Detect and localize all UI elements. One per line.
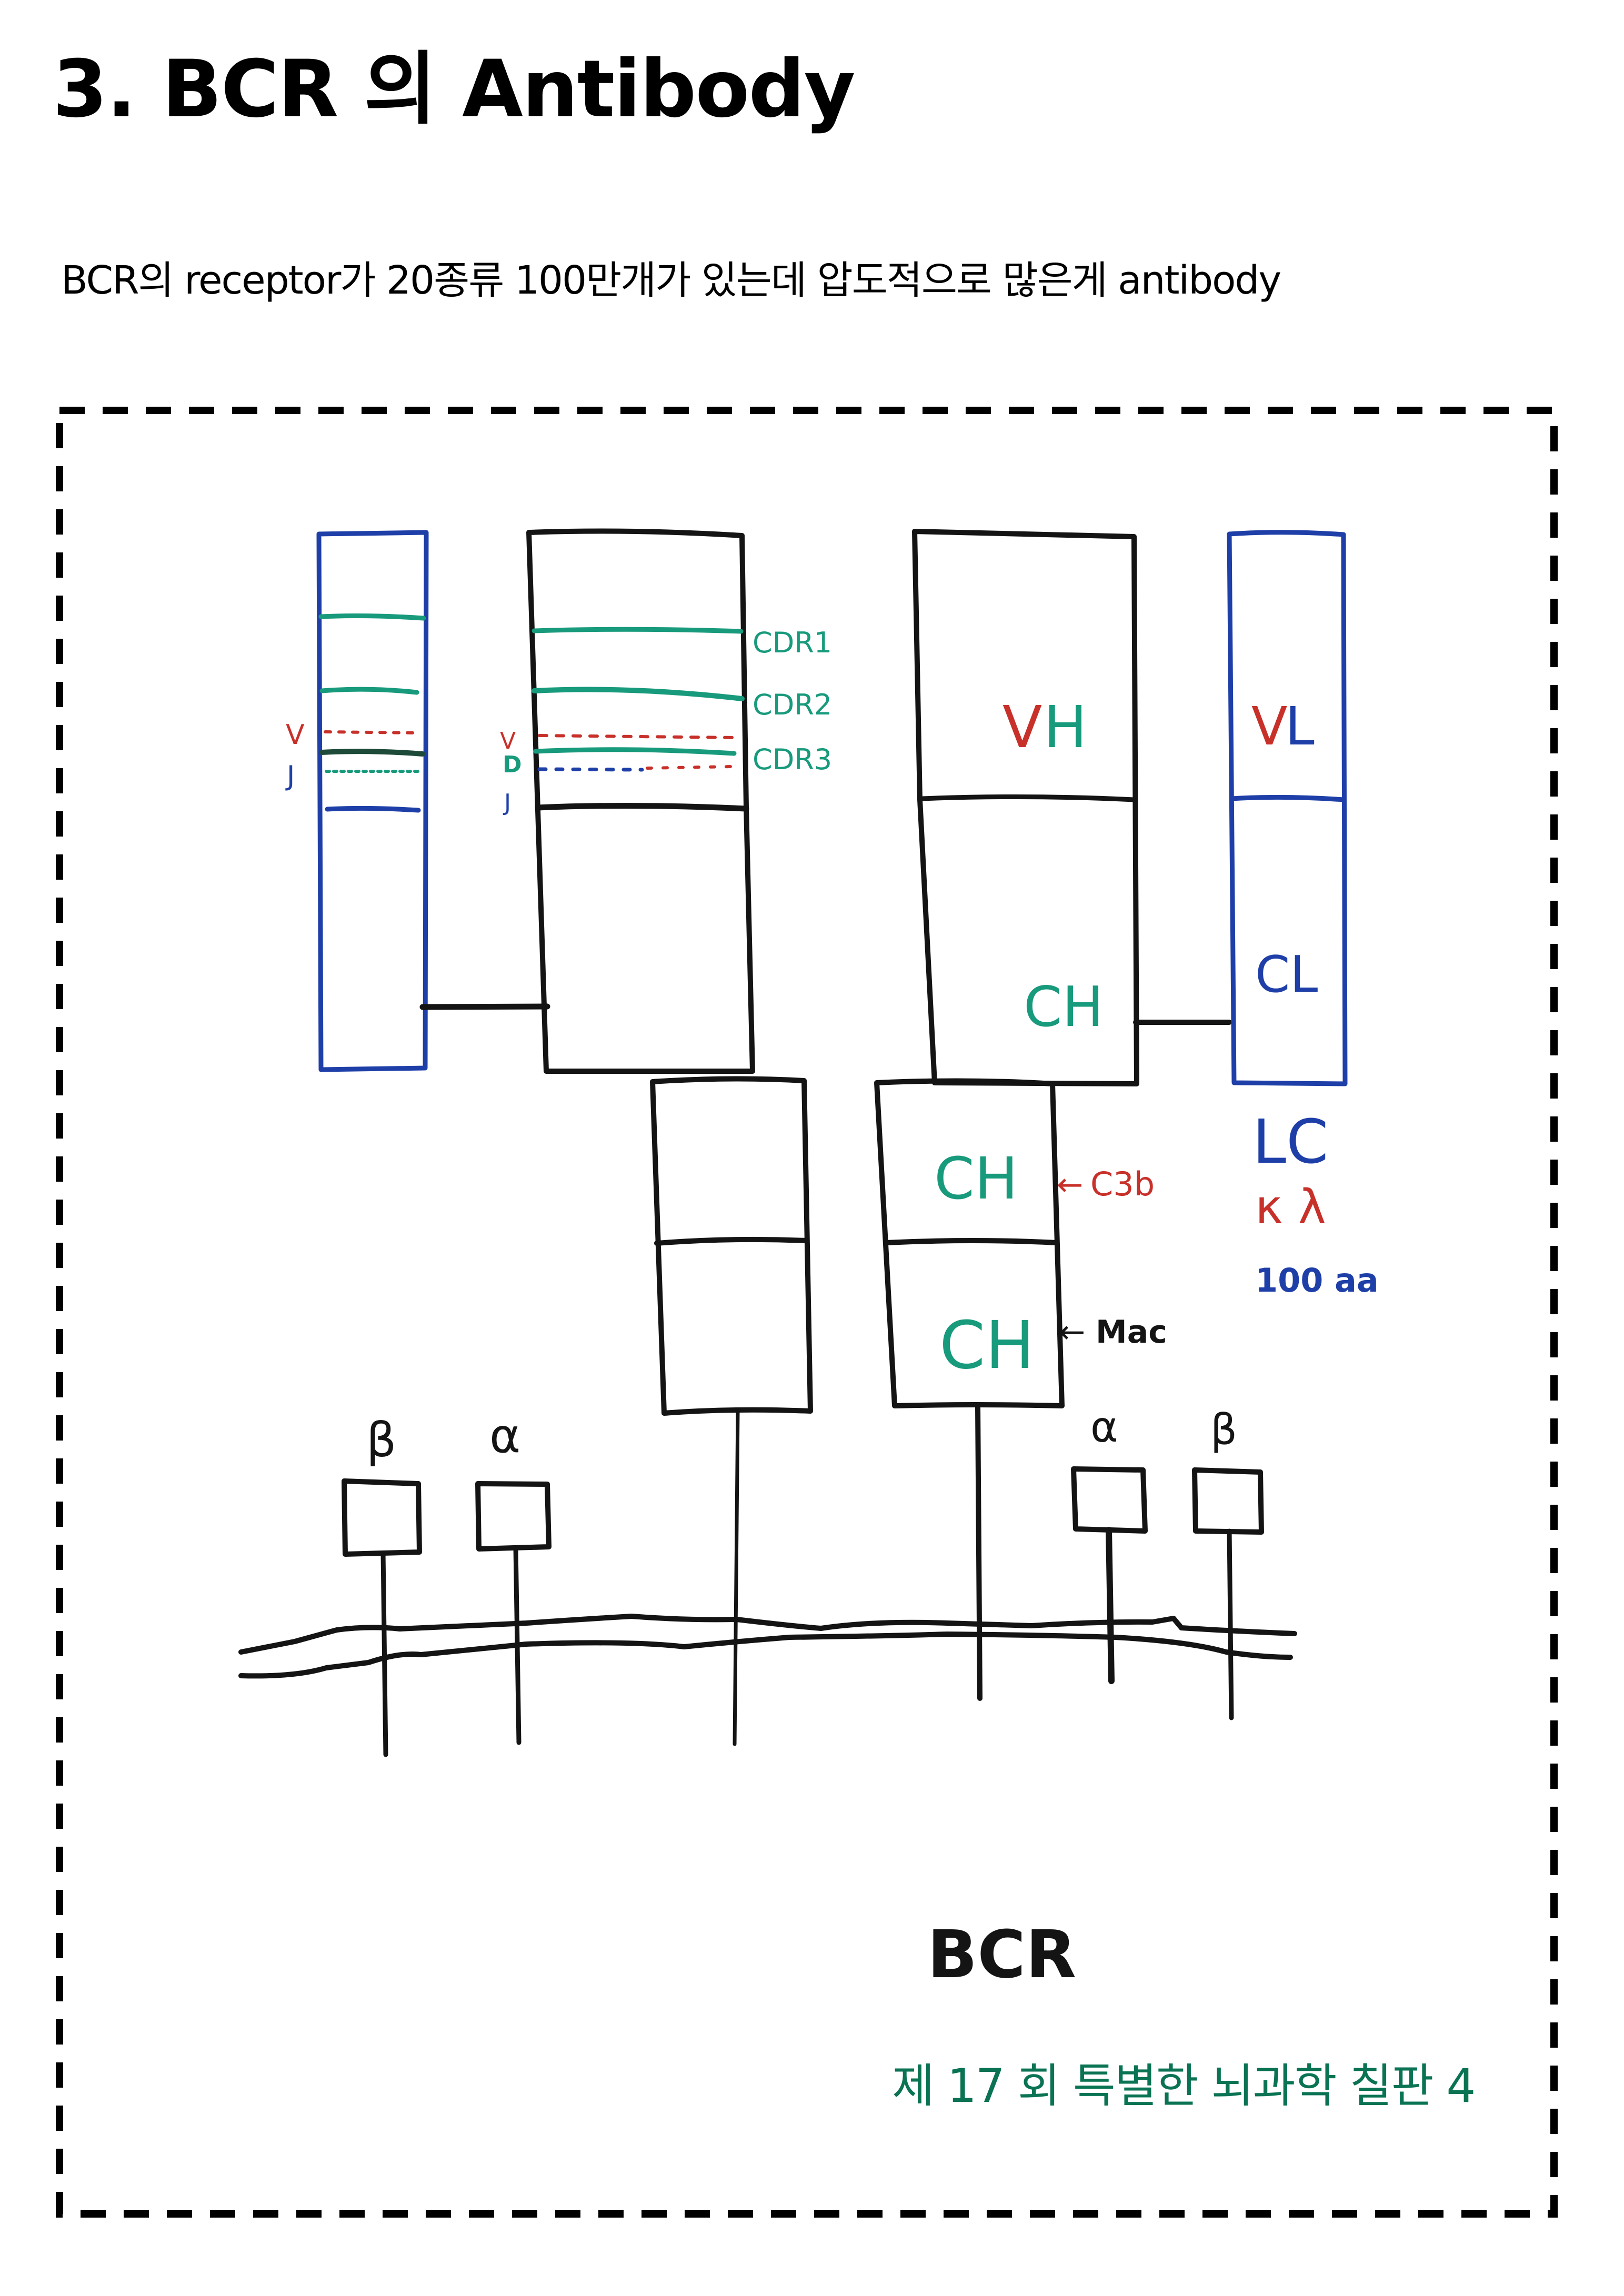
- fc-divider: [654, 1236, 809, 1246]
- right-light-chain: [1227, 530, 1348, 1086]
- c3b-arrow-icon: ←: [1057, 1166, 1083, 1203]
- left-coreceptors: [342, 1478, 552, 1757]
- fc-divider: [884, 1238, 1059, 1245]
- disulfide-bond: [419, 1003, 550, 1010]
- light-chain-label: LC: [1252, 1107, 1328, 1177]
- right-heavy-chain-lower: [874, 1078, 1065, 1701]
- left-fc-box: [650, 1076, 813, 1416]
- framework-line: [318, 613, 426, 621]
- cdr2-line: [532, 687, 745, 701]
- mac-label: Mac: [1096, 1314, 1167, 1351]
- vh-label-h: H: [1044, 693, 1087, 761]
- left-light-chain: [316, 530, 429, 1072]
- left-beta-box: [342, 1478, 422, 1557]
- membrane-inner-line: [238, 1632, 1293, 1679]
- antibody-diagram: V J V D J CDR1 CDR2 CDR3: [238, 528, 1379, 1993]
- cdr1-label: CDR1: [753, 626, 832, 659]
- right-coreceptors: [1071, 1466, 1264, 1720]
- cdr3-line: [533, 747, 737, 756]
- cdr3-label: CDR3: [753, 743, 832, 776]
- v-segment-boundary: [324, 730, 420, 734]
- left-heavy-chain-lower: [650, 1076, 813, 1746]
- left-beta-label: β: [366, 1413, 396, 1468]
- vh-ch-divider: [919, 794, 1137, 802]
- left-light-chain-box: [316, 530, 429, 1072]
- ch3-label: CH: [939, 1307, 1035, 1384]
- v-segment-label: V: [286, 719, 305, 751]
- cl-label: CL: [1255, 946, 1318, 1004]
- v-segment-boundary: [538, 734, 738, 739]
- ch-label: CH: [1024, 975, 1104, 1039]
- vl-label-l: L: [1285, 696, 1315, 757]
- j-segment-label: J: [285, 760, 295, 792]
- c3b-label: C3b: [1090, 1165, 1155, 1203]
- left-beta-stem: [380, 1550, 388, 1757]
- left-transmembrane-stem: [733, 1409, 740, 1746]
- right-alpha-box: [1071, 1466, 1148, 1534]
- page-title: 3. BCR 의 Antibody: [53, 44, 856, 135]
- cdr2-label: CDR2: [753, 688, 832, 721]
- page-subtitle: BCR의 receptor가 20종류 100만개가 있는데 압도적으로 많은게…: [61, 258, 1281, 303]
- variable-constant-divider: [535, 802, 749, 812]
- ch2-label: CH: [934, 1145, 1018, 1212]
- vl-cl-divider: [1229, 794, 1346, 802]
- framework-line: [319, 687, 419, 695]
- heavy-j-segment-label: J: [503, 789, 511, 816]
- right-alpha-stem: [1106, 1527, 1115, 1684]
- right-transmembrane-stem: [975, 1403, 983, 1701]
- membrane-outer-line: [238, 1614, 1297, 1655]
- right-beta-box: [1192, 1467, 1264, 1535]
- dj-segment-boundary: [537, 767, 644, 772]
- right-beta-stem: [1227, 1528, 1234, 1720]
- variable-constant-divider: [325, 805, 421, 813]
- bcr-label: BCR: [927, 1917, 1076, 1993]
- footer-caption: 제 17 회 특별한 뇌과학 칠판 4: [892, 2059, 1476, 2113]
- kappa-lambda-label: κ λ: [1255, 1180, 1326, 1235]
- left-alpha-box: [475, 1481, 552, 1552]
- dj-segment-boundary-red: [646, 765, 733, 770]
- left-heavy-chain: [526, 528, 755, 1074]
- heavy-v-segment-label: V: [500, 728, 516, 754]
- left-heavy-chain-upper-box: [526, 528, 755, 1074]
- cdr3-line: [319, 749, 425, 757]
- mac-arrow-icon: ←: [1059, 1314, 1085, 1351]
- amino-acid-count-label: 100 aa: [1255, 1261, 1379, 1300]
- vh-label-v: V: [1003, 693, 1042, 761]
- heavy-d-segment-label: D: [503, 751, 522, 778]
- right-light-chain-box: [1227, 530, 1348, 1086]
- dashed-border: [56, 407, 1558, 2218]
- vl-label-v: V: [1251, 696, 1287, 757]
- cdr1-line: [532, 627, 744, 634]
- right-beta-label: β: [1210, 1405, 1237, 1454]
- right-alpha-label: α: [1090, 1403, 1118, 1452]
- left-alpha-label: α: [489, 1408, 520, 1464]
